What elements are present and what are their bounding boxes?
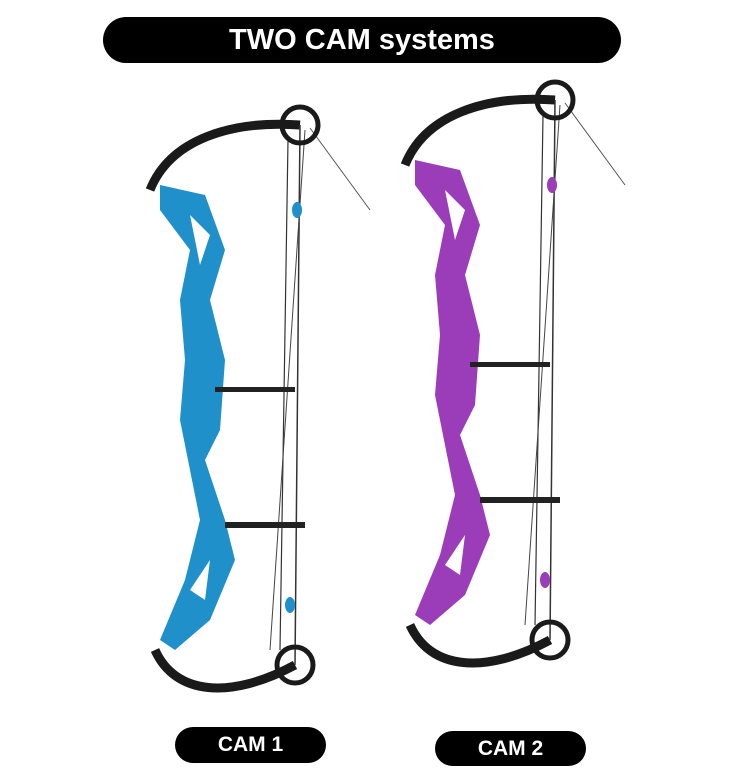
cam-2-label: CAM 2 bbox=[435, 731, 586, 766]
page-title: TWO CAM systems bbox=[103, 17, 621, 63]
title-text: TWO CAM systems bbox=[229, 23, 495, 56]
cam-1-label: CAM 1 bbox=[175, 727, 326, 763]
cam-1-text: CAM 1 bbox=[217, 733, 284, 756]
bow-cam-1 bbox=[150, 107, 370, 688]
bow-cam-2 bbox=[405, 82, 625, 663]
cam-2-text: CAM 2 bbox=[477, 736, 544, 760]
